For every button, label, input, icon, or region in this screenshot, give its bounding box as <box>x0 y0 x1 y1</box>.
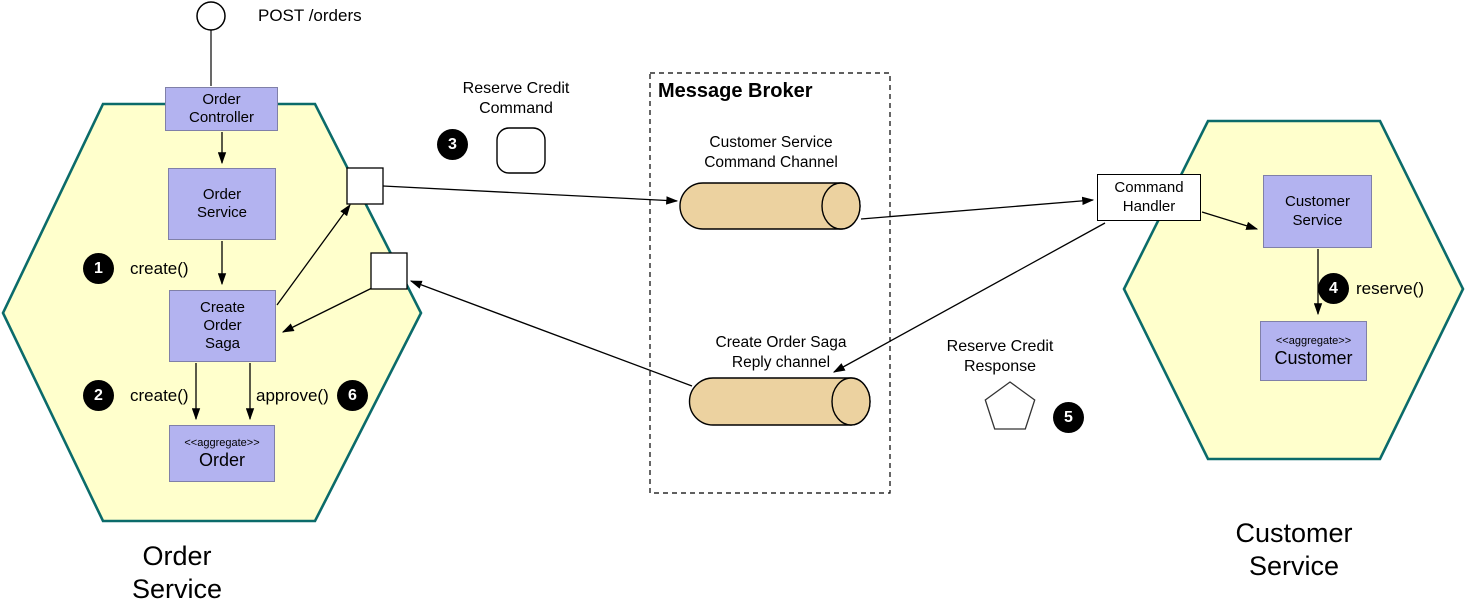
command-channel-label: Customer Service Command Channel <box>688 133 854 173</box>
saga-label-line2: Order <box>203 316 242 334</box>
order-service-box: Order Service <box>168 168 276 240</box>
order-aggregate-stereotype: <<aggregate>> <box>184 437 260 449</box>
command-channel-label-line2: Command Channel <box>704 154 838 172</box>
reserve-label: reserve() <box>1356 279 1425 298</box>
command-channel-cylinder-lid <box>821 182 861 230</box>
order-controller-box: Order Controller <box>165 87 278 131</box>
customer-service-caption-line2: Service <box>1248 550 1340 581</box>
step-1-badge: 1 <box>83 253 114 284</box>
create-label-1: create() <box>130 259 189 278</box>
reserve-credit-command-line1: Reserve Credit <box>462 80 570 97</box>
command-handler-label-line2: Handler <box>1122 197 1176 215</box>
command-message-icon <box>496 127 546 174</box>
reserve-credit-command-line2: Command <box>479 100 553 117</box>
step-3-badge: 3 <box>437 129 468 160</box>
order-service-caption: Order Service <box>95 540 259 606</box>
customer-aggregate-stereotype: <<aggregate>> <box>1275 334 1352 347</box>
arrow-saga-to-outport <box>276 204 351 306</box>
post-orders-label: POST /orders <box>258 6 362 25</box>
arrow-outport-to-command-channel <box>382 185 679 205</box>
customer-service-label-line2: Service <box>1292 211 1343 229</box>
customer-aggregate-name: Customer <box>1274 347 1353 368</box>
customer-service-caption-line1: Customer <box>1235 518 1353 548</box>
approve-label: approve() <box>256 386 329 405</box>
command-handler-box: Command Handler <box>1097 174 1201 221</box>
reply-channel-label-line1: Create Order Saga <box>715 334 847 351</box>
order-service-label-line2: Service <box>196 204 248 221</box>
order-service-out-port <box>346 167 384 205</box>
customer-aggregate-box: <<aggregate>> Customer <box>1260 321 1367 381</box>
message-broker-title: Message Broker <box>658 80 813 102</box>
order-aggregate-box: <<aggregate>> Order <box>169 425 275 482</box>
order-service-in-port <box>370 252 408 290</box>
arrow-command-channel-to-handler <box>860 196 1095 220</box>
customer-service-label-line1: Customer <box>1284 193 1351 211</box>
command-channel-label-line1: Customer Service <box>709 134 833 151</box>
step-4-badge: 4 <box>1318 273 1349 304</box>
saga-label-line1: Create <box>199 298 246 316</box>
order-service-label-line1: Order <box>202 185 242 203</box>
order-service-caption-line1: Order <box>142 541 212 571</box>
reserve-credit-response-line1: Reserve Credit <box>946 338 1054 355</box>
arrow-reply-channel-to-inport <box>409 280 693 387</box>
reserve-credit-command-label: Reserve Credit Command <box>436 79 596 119</box>
step-5-badge: 5 <box>1053 402 1084 433</box>
response-message-icon <box>984 381 1036 430</box>
message-broker-boundary <box>649 72 891 494</box>
reply-channel-label: Create Order Saga Reply channel <box>698 333 864 373</box>
customer-service-box: Customer Service <box>1263 175 1372 248</box>
customer-service-caption: Customer Service <box>1212 517 1376 583</box>
reserve-credit-response-line2: Response <box>963 358 1037 375</box>
create-label-2: create() <box>130 386 189 405</box>
order-aggregate-name: Order <box>198 450 245 471</box>
order-controller-label-line1: Order <box>202 90 241 108</box>
reply-channel-label-line2: Reply channel <box>731 354 831 372</box>
customer-service-hexagon <box>1122 119 1465 461</box>
create-order-saga-box: Create Order Saga <box>169 290 276 362</box>
saga-label-line3: Saga <box>204 335 241 353</box>
order-service-caption-line2: Service <box>131 573 223 604</box>
step-2-badge: 2 <box>83 380 114 411</box>
arrow-inport-to-saga <box>281 287 373 333</box>
arrow-handler-to-reply-channel <box>832 222 1106 373</box>
command-handler-label-line1: Command <box>1114 179 1184 197</box>
arrow-handler-to-customer-service <box>1201 211 1259 230</box>
entry-circle <box>196 1 226 31</box>
order-controller-label-line2: Controller <box>188 109 255 126</box>
reply-channel-cylinder-lid <box>831 377 871 426</box>
reserve-credit-response-label: Reserve Credit Response <box>922 337 1078 377</box>
step-6-badge: 6 <box>337 380 368 411</box>
